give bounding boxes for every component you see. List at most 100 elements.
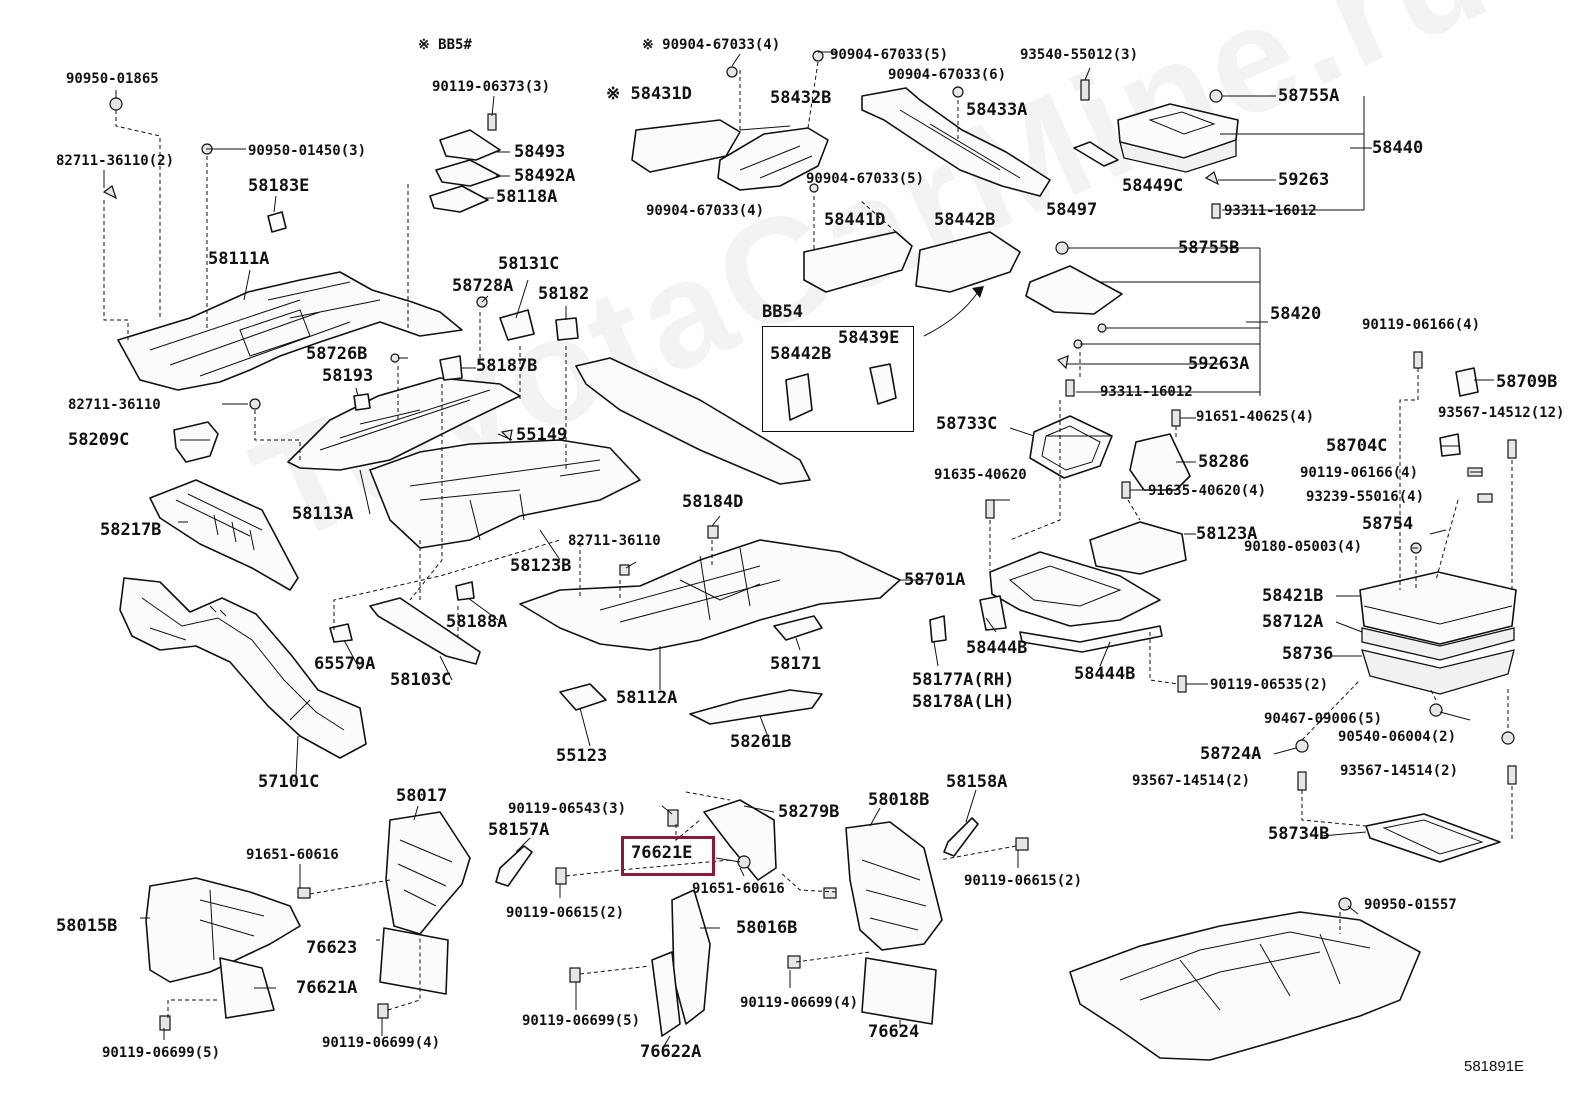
bb54-inset-box: [762, 326, 914, 432]
label-90119-06699-5a: 90119-06699(5): [102, 1045, 221, 1061]
label-58018b: 58018B: [868, 790, 930, 810]
label-bb54: BB54: [762, 302, 803, 322]
label-57101c: 57101C: [258, 772, 320, 792]
bracket-58704c-shape: [1439, 433, 1461, 457]
label-93567-14514-2a: 93567-14514(2): [1132, 773, 1251, 789]
label-90119-06699-4b: 90119-06699(4): [740, 995, 859, 1011]
label-58493: 58493: [514, 142, 566, 162]
bracket-58183e-shape: [267, 211, 287, 233]
label-58701a: 58701A: [904, 570, 966, 590]
strip-58497-shape: [1073, 141, 1119, 167]
pad-55123-shape: [559, 683, 607, 711]
floor-58112a-shape: [519, 539, 901, 651]
label-58177a: 58177A(RH): [912, 670, 1015, 690]
label-58209c: 58209C: [68, 430, 130, 450]
floor-assembly-shape: [1069, 911, 1421, 1061]
bracket-58158a-shape: [943, 817, 979, 857]
label-91651-60616-b: 91651-60616: [692, 881, 785, 897]
plate-58712a-shape: [1361, 627, 1515, 661]
highlight-box: [621, 836, 715, 876]
bracket-65579a-shape: [329, 623, 353, 643]
label-58432b: 58432B: [770, 88, 832, 108]
label-90119-06166-4a: 90119-06166(4): [1362, 317, 1481, 333]
label-82711-36110-b: 82711-36110: [568, 533, 661, 549]
label-58441d: 58441D: [824, 210, 886, 230]
pad-58492a-shape: [435, 159, 501, 187]
label-58131c: 58131C: [498, 254, 560, 274]
pad-58118a-shape: [429, 185, 489, 213]
label-58279b: 58279B: [778, 802, 840, 822]
label-55149: 55149: [516, 425, 568, 445]
label-58726b: 58726B: [306, 344, 368, 364]
label-58261b: 58261B: [730, 732, 792, 752]
label-58103c: 58103C: [390, 670, 452, 690]
panel-58279b-shape: [703, 799, 777, 881]
bar-58444b-a-shape: [979, 595, 1007, 631]
bracket-58188a-shape: [455, 581, 475, 601]
label-76621e: 76621E: [631, 843, 693, 863]
fasteners: [102, 50, 1517, 1031]
label-58188a: 58188A: [446, 612, 508, 632]
label-90950-01557: 90950-01557: [1364, 897, 1457, 913]
label-58286: 58286: [1198, 452, 1250, 472]
pad-76622a-shape: [651, 951, 681, 1037]
label-58444b-a: 58444B: [966, 638, 1028, 658]
label-59263: 59263: [1278, 170, 1330, 190]
label-82711-36110-a: 82711-36110: [68, 397, 161, 413]
label-76621a: 76621A: [296, 978, 358, 998]
rail-long-shape: [575, 357, 811, 485]
floor-pan-58111a-shape: [117, 271, 463, 391]
label-58709b: 58709B: [1496, 372, 1558, 392]
label-59263a: 59263A: [1188, 354, 1250, 374]
bracket-58171-shape: [773, 615, 823, 641]
label-58171: 58171: [770, 654, 822, 674]
label-58724a: 58724A: [1200, 744, 1262, 764]
plate-58736-shape: [1361, 649, 1515, 695]
label-58734b: 58734B: [1268, 824, 1330, 844]
bracket-58157a-shape: [495, 845, 533, 887]
label-58193: 58193: [322, 366, 374, 386]
label-90950-01450-3: 90950-01450(3): [248, 143, 367, 159]
label-90119-06373-3: 90119-06373(3): [432, 79, 551, 95]
label-58704c: 58704C: [1326, 436, 1388, 456]
label-90119-06615-2a: 90119-06615(2): [506, 905, 625, 921]
boot-58286-shape: [1129, 433, 1191, 491]
label-58444b-b: 58444B: [1074, 664, 1136, 684]
pad-76624-shape: [861, 957, 937, 1025]
label-58184d: 58184D: [682, 492, 744, 512]
label-58754: 58754: [1362, 514, 1414, 534]
label-58187b: 58187B: [476, 356, 538, 376]
label-58158a: 58158A: [946, 772, 1008, 792]
dashed-connections: [103, 61, 1513, 1018]
label-58420: 58420: [1270, 304, 1322, 324]
label-58015b: 58015B: [56, 916, 118, 936]
label-90119-06615-2b: 90119-06615(2): [964, 873, 1083, 889]
bar-58444b-b-shape: [1019, 625, 1163, 653]
panel-58018b-shape: [845, 821, 943, 951]
bracket-58182-shape: [555, 317, 579, 341]
pad-76621a-shape: [219, 957, 275, 1019]
bracket-58103c-shape: [369, 597, 481, 665]
tunnel-58123b-shape: [369, 439, 641, 549]
label-58755a: 58755A: [1278, 86, 1340, 106]
panel-58441d-shape: [803, 231, 913, 293]
label-58017: 58017: [396, 786, 448, 806]
rail-58217b-shape: [149, 479, 299, 591]
label-93239-55016-4: 93239-55016(4): [1306, 489, 1425, 505]
label-90119-06535-2: 90119-06535(2): [1210, 677, 1329, 693]
label-bb5-mark: ※ BB5#: [418, 37, 472, 53]
label-90119-06699-5b: 90119-06699(5): [522, 1013, 641, 1029]
label-90904-67033-6: 90904-67033(6): [888, 67, 1007, 83]
bracket-58709b-shape: [1455, 367, 1479, 397]
bb54-arrowhead: [972, 286, 984, 298]
pad-58493-shape: [439, 129, 501, 161]
label-91635-40620-4: 91635-40620(4): [1148, 483, 1267, 499]
label-90119-06166-4b: 90119-06166(4): [1300, 465, 1419, 481]
label-58492a: 58492A: [514, 166, 576, 186]
label-93311-16012-b: 93311-16012: [1100, 384, 1193, 400]
label-58440: 58440: [1372, 138, 1424, 158]
label-55123: 55123: [556, 746, 608, 766]
label-58442b-b: 58442B: [770, 344, 832, 364]
